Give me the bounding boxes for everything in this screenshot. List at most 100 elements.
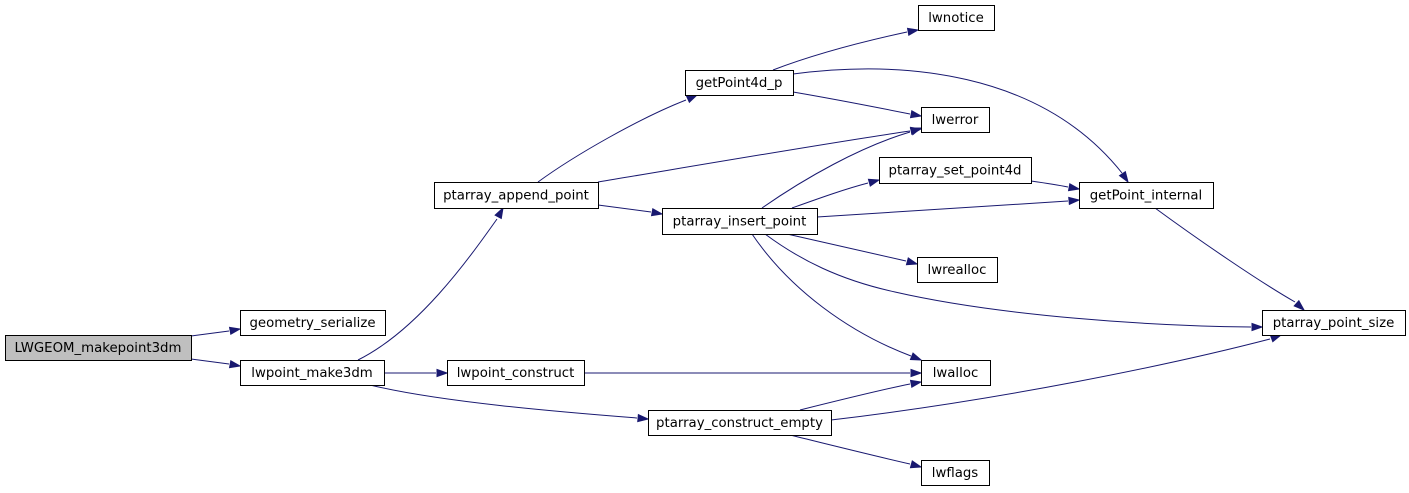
edge-line xyxy=(761,131,911,209)
edge-line xyxy=(786,233,907,262)
node-lwpoint_construct[interactable]: lwpoint_construct xyxy=(447,360,585,386)
edge-ptarray_insert_point-to-ptarray_point_size xyxy=(764,233,1264,332)
node-lwnotice[interactable]: lwnotice xyxy=(918,5,995,31)
edges-layer xyxy=(190,27,1306,469)
node-ptarray_point_size[interactable]: ptarray_point_size xyxy=(1262,310,1406,336)
edge-root-to-lwpoint_make3dm xyxy=(190,358,242,369)
arrowhead-icon xyxy=(909,127,923,136)
arrowhead-icon xyxy=(1269,334,1283,343)
edge-line xyxy=(751,233,912,357)
edge-line xyxy=(190,358,230,365)
node-lwpoint_make3dm[interactable]: lwpoint_make3dm xyxy=(240,360,385,386)
edge-line xyxy=(597,130,911,183)
node-root[interactable]: LWGEOM_makepoint3dm xyxy=(5,335,192,361)
node-label: LWGEOM_makepoint3dm xyxy=(15,341,182,356)
node-label: lwerror xyxy=(932,113,979,128)
node-lwrealloc[interactable]: lwrealloc xyxy=(917,257,998,283)
node-box xyxy=(240,360,385,386)
edge-ptarray_insert_point-to-ptarray_set_point4d xyxy=(791,178,881,209)
edge-getPoint4d_p-to-lwerror xyxy=(792,91,923,119)
arrowhead-icon xyxy=(909,379,923,389)
node-label: ptarray_append_point xyxy=(443,189,589,204)
node-box xyxy=(921,107,990,133)
node-box xyxy=(1079,182,1214,209)
node-box xyxy=(1262,310,1406,336)
edge-line xyxy=(792,91,911,115)
edge-line xyxy=(537,99,687,183)
arrowhead-icon xyxy=(1067,182,1081,192)
node-getPoint_internal[interactable]: getPoint_internal xyxy=(1079,182,1214,209)
node-ptarray_construct_empty[interactable]: ptarray_construct_empty xyxy=(648,410,832,436)
arrowhead-icon xyxy=(228,326,242,336)
edge-line xyxy=(830,338,1271,421)
edge-lwpoint_make3dm-to-ptarray_construct_empty xyxy=(369,384,650,423)
node-label: ptarray_set_point4d xyxy=(889,164,1022,179)
node-label: getPoint_internal xyxy=(1090,189,1203,204)
edge-line xyxy=(597,204,652,213)
arrowhead-icon xyxy=(909,109,923,119)
arrowhead-icon xyxy=(228,359,242,369)
edge-ptarray_construct_empty-to-lwalloc xyxy=(799,379,923,411)
node-getPoint4d_p[interactable]: getPoint4d_p xyxy=(685,70,794,96)
node-box xyxy=(434,182,599,209)
node-geometry_serialize[interactable]: geometry_serialize xyxy=(240,310,386,336)
node-box xyxy=(879,157,1032,184)
arrowhead-icon xyxy=(906,27,920,37)
node-label: ptarray_construct_empty xyxy=(656,416,823,431)
arrowhead-icon xyxy=(650,207,664,217)
edge-ptarray_append_point-to-lwerror xyxy=(597,126,923,183)
arrowhead-icon xyxy=(910,368,923,378)
edge-lwpoint_construct-to-lwalloc xyxy=(584,368,923,378)
edge-ptarray_construct_empty-to-ptarray_point_size xyxy=(830,334,1283,421)
edge-lwpoint_make3dm-to-ptarray_append_point xyxy=(357,206,504,361)
node-lwalloc[interactable]: lwalloc xyxy=(921,360,991,386)
node-ptarray_set_point4d[interactable]: ptarray_set_point4d xyxy=(879,157,1032,184)
arrowhead-icon xyxy=(909,460,923,469)
edge-ptarray_append_point-to-ptarray_insert_point xyxy=(597,204,664,217)
node-ptarray_append_point[interactable]: ptarray_append_point xyxy=(434,182,599,209)
edge-ptarray_insert_point-to-lwrealloc xyxy=(786,233,919,266)
edge-ptarray_insert_point-to-getPoint_internal xyxy=(816,196,1081,218)
arrowhead-icon xyxy=(637,413,650,423)
arrowhead-icon xyxy=(1293,299,1306,312)
nodes-layer: LWGEOM_makepoint3dm geometry_serializelwp… xyxy=(5,5,1406,486)
arrowhead-icon xyxy=(905,257,919,266)
node-box xyxy=(648,410,832,436)
edge-line xyxy=(1030,180,1069,188)
node-label: geometry_serialize xyxy=(249,316,375,331)
node-label: lwpoint_make3dm xyxy=(251,366,373,381)
node-label: lwalloc xyxy=(933,366,979,381)
node-box xyxy=(5,335,192,361)
node-box xyxy=(921,460,990,486)
node-ptarray_insert_point[interactable]: ptarray_insert_point xyxy=(662,208,818,235)
edge-root-to-geometry_serialize xyxy=(190,326,242,337)
node-lwflags[interactable]: lwflags xyxy=(921,460,990,486)
node-label: ptarray_insert_point xyxy=(673,215,807,230)
node-box xyxy=(447,360,585,386)
edge-ptarray_set_point4d-to-getPoint_internal xyxy=(1030,180,1081,192)
edge-getPoint4d_p-to-getPoint_internal xyxy=(792,68,1129,184)
node-lwerror[interactable]: lwerror xyxy=(921,107,990,133)
arrowhead-icon xyxy=(909,352,923,361)
edge-line xyxy=(792,68,1123,174)
edge-getPoint4d_p-to-lwnotice xyxy=(772,27,920,71)
edge-line xyxy=(369,384,638,419)
node-label: getPoint4d_p xyxy=(696,76,783,91)
edge-line xyxy=(789,434,911,465)
node-label: lwflags xyxy=(932,466,979,481)
edge-line xyxy=(1154,207,1296,303)
node-label: lwpoint_construct xyxy=(457,366,575,381)
edge-line xyxy=(816,200,1069,218)
node-label: ptarray_point_size xyxy=(1273,316,1395,331)
edge-ptarray_insert_point-to-lwalloc xyxy=(751,233,923,361)
node-box xyxy=(685,70,794,96)
node-box xyxy=(921,360,991,386)
node-label: lwrealloc xyxy=(928,263,987,278)
arrowhead-icon xyxy=(1068,196,1081,206)
node-box xyxy=(240,310,386,336)
node-box xyxy=(662,208,818,235)
edge-getPoint_internal-to-ptarray_point_size xyxy=(1154,207,1306,312)
arrowhead-icon xyxy=(1118,170,1129,184)
edge-lwpoint_make3dm-to-lwpoint_construct xyxy=(384,368,449,378)
edge-line xyxy=(764,233,1252,328)
